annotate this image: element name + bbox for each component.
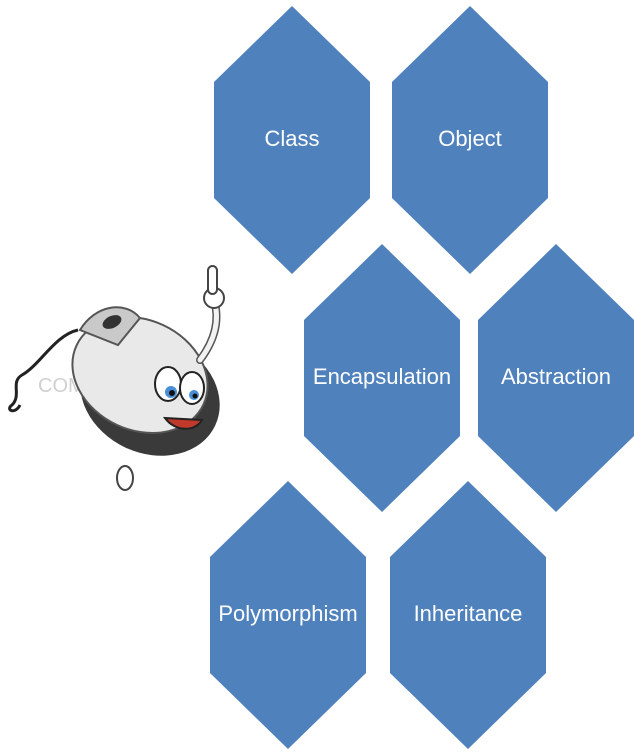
hexagon-shape bbox=[214, 6, 370, 274]
hexagon-label: Object bbox=[438, 126, 502, 151]
hexagon-abstraction: Abstraction bbox=[478, 244, 634, 512]
computer-mouse-mascot-icon: COMPUTER bbox=[8, 265, 225, 491]
hexagon-label: Abstraction bbox=[501, 364, 611, 389]
hexagon-shape bbox=[390, 481, 546, 749]
hexagon-object: Object bbox=[392, 6, 548, 274]
hexagon-label: Class bbox=[264, 126, 319, 151]
hexagon-shape bbox=[392, 6, 548, 274]
hexagon-shape bbox=[304, 244, 460, 512]
hexagon-class: Class bbox=[214, 6, 370, 274]
hexagon-label: Inheritance bbox=[414, 601, 523, 626]
hexagon-label: Encapsulation bbox=[313, 364, 451, 389]
hexagon-shape bbox=[478, 244, 634, 512]
hexagon-shape bbox=[210, 481, 366, 749]
hexagon-inheritance: Inheritance bbox=[390, 481, 546, 749]
hexagon-polymorphism: Polymorphism bbox=[210, 481, 366, 749]
hexagon-label: Polymorphism bbox=[218, 601, 357, 626]
hexagon-encapsulation: Encapsulation bbox=[304, 244, 460, 512]
